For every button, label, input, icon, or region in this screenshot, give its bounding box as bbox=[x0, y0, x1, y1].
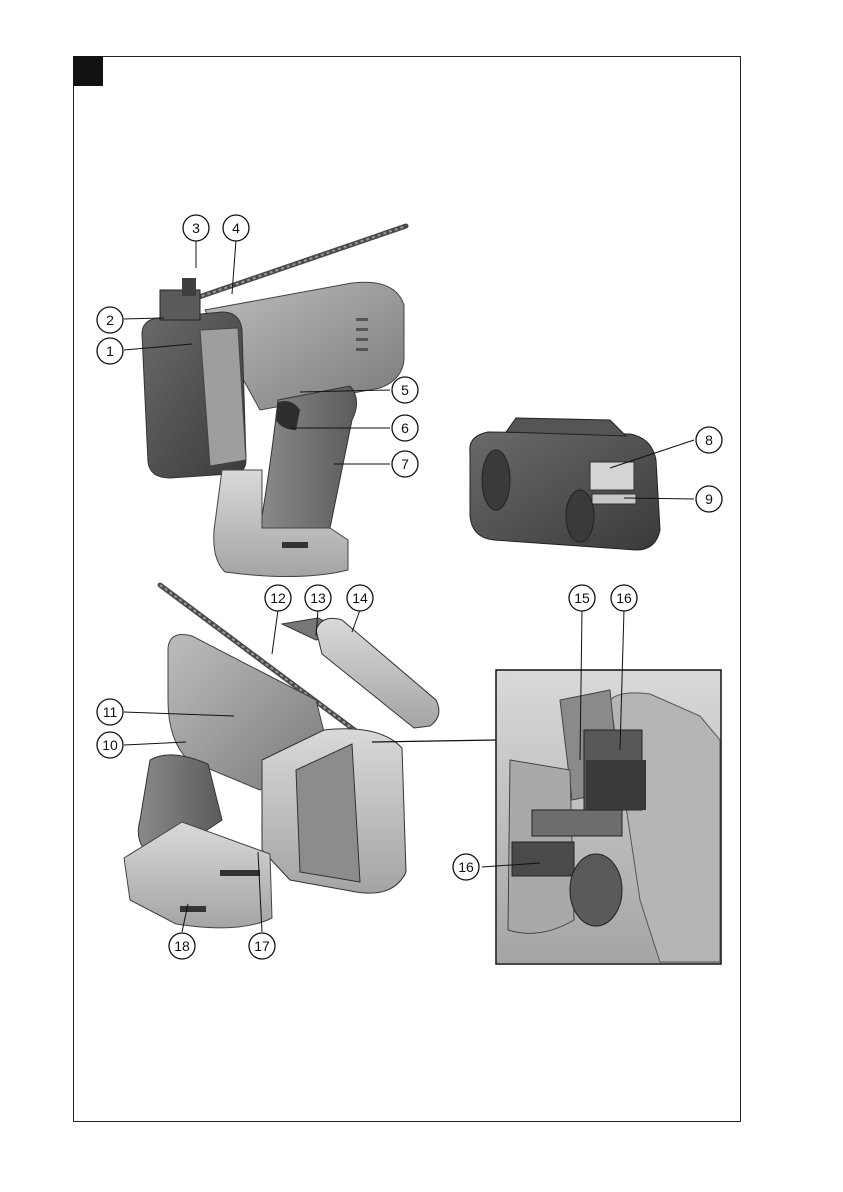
callout-18: 18 bbox=[169, 933, 195, 959]
callout-16: 16 bbox=[453, 854, 479, 880]
callout-14: 14 bbox=[347, 585, 373, 611]
callout-16: 16 bbox=[611, 585, 637, 611]
callout-number: 17 bbox=[254, 938, 270, 954]
callout-4: 4 bbox=[223, 215, 249, 241]
callout-number: 8 bbox=[705, 432, 713, 448]
callout-number: 1 bbox=[106, 343, 114, 359]
callout-12: 12 bbox=[265, 585, 291, 611]
callout-2: 2 bbox=[97, 307, 123, 333]
callout-5: 5 bbox=[392, 377, 418, 403]
callout-number: 18 bbox=[174, 938, 190, 954]
callout-7: 7 bbox=[392, 451, 418, 477]
callout-number: 14 bbox=[352, 590, 368, 606]
tool-open-view bbox=[124, 585, 439, 928]
callout-number: 16 bbox=[458, 859, 474, 875]
callout-15: 15 bbox=[569, 585, 595, 611]
callout-number: 9 bbox=[705, 491, 713, 507]
callout-6: 6 bbox=[392, 415, 418, 441]
callout-number: 2 bbox=[106, 312, 114, 328]
callout-number: 11 bbox=[103, 704, 118, 720]
callout-3: 3 bbox=[183, 215, 209, 241]
callout-number: 6 bbox=[401, 420, 409, 436]
callout-number: 5 bbox=[401, 382, 409, 398]
battery-pack bbox=[470, 418, 660, 550]
callout-1: 1 bbox=[97, 338, 123, 364]
callout-10: 10 bbox=[97, 732, 123, 758]
callout-number: 15 bbox=[574, 590, 590, 606]
callout-17: 17 bbox=[249, 933, 275, 959]
callout-9: 9 bbox=[696, 486, 722, 512]
callout-number: 13 bbox=[310, 590, 326, 606]
callout-8: 8 bbox=[696, 427, 722, 453]
callout-number: 10 bbox=[102, 737, 118, 753]
callout-13: 13 bbox=[305, 585, 331, 611]
callout-number: 12 bbox=[270, 590, 286, 606]
callout-number: 16 bbox=[616, 590, 632, 606]
callout-number: 7 bbox=[401, 456, 409, 472]
callout-11: 11 bbox=[97, 699, 123, 725]
callout-number: 4 bbox=[232, 220, 240, 236]
callout-number: 3 bbox=[192, 220, 200, 236]
tool-side-view bbox=[142, 226, 406, 577]
